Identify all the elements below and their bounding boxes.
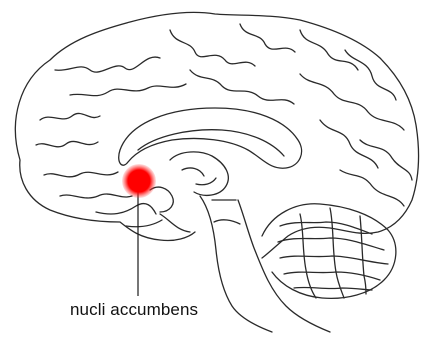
structure-label: nucli accumbens <box>70 300 198 320</box>
brain-outline <box>15 12 418 332</box>
nucleus-accumbens-marker <box>122 164 156 198</box>
